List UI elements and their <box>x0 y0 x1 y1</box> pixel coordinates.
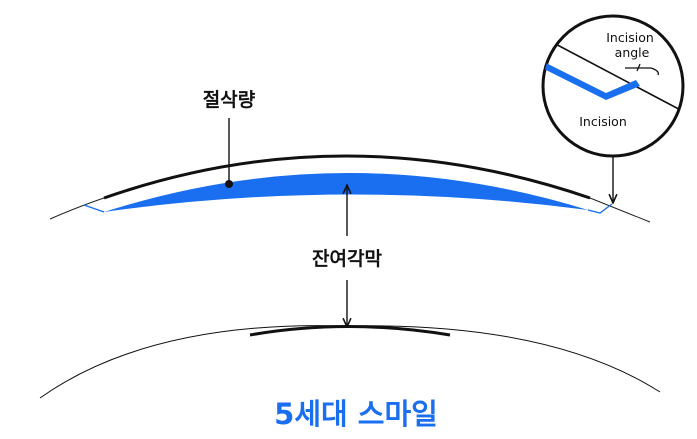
incision-zoom-view <box>541 14 685 158</box>
incision-edge-right <box>587 203 613 214</box>
cut-amount-dot <box>225 180 233 188</box>
anterior-cornea-curve <box>103 154 591 200</box>
incision-angle-label-line-1: Incision <box>606 30 654 45</box>
anterior-cornea-thin-left <box>49 197 105 220</box>
incision-angle-label-line-2: angle <box>615 45 650 60</box>
diagram-caption: 5세대 스마일 <box>274 397 438 431</box>
zoom-surface-line <box>547 39 683 116</box>
incision-edge-left <box>83 204 105 213</box>
zoom-lenticule-edge <box>543 60 640 100</box>
anterior-cornea-thin-right <box>589 197 651 223</box>
lenticule-shape <box>104 172 588 212</box>
incision-label: Incision <box>579 114 627 129</box>
incision-angle-label: Incision angle <box>606 30 658 60</box>
cut-amount-label: 절삭량 <box>203 89 256 111</box>
residual-cornea-label: 잔여각막 <box>312 248 382 270</box>
posterior-cornea-curve <box>39 325 661 399</box>
incision-angle-mark <box>625 63 659 76</box>
posterior-cornea-thick <box>249 325 451 337</box>
